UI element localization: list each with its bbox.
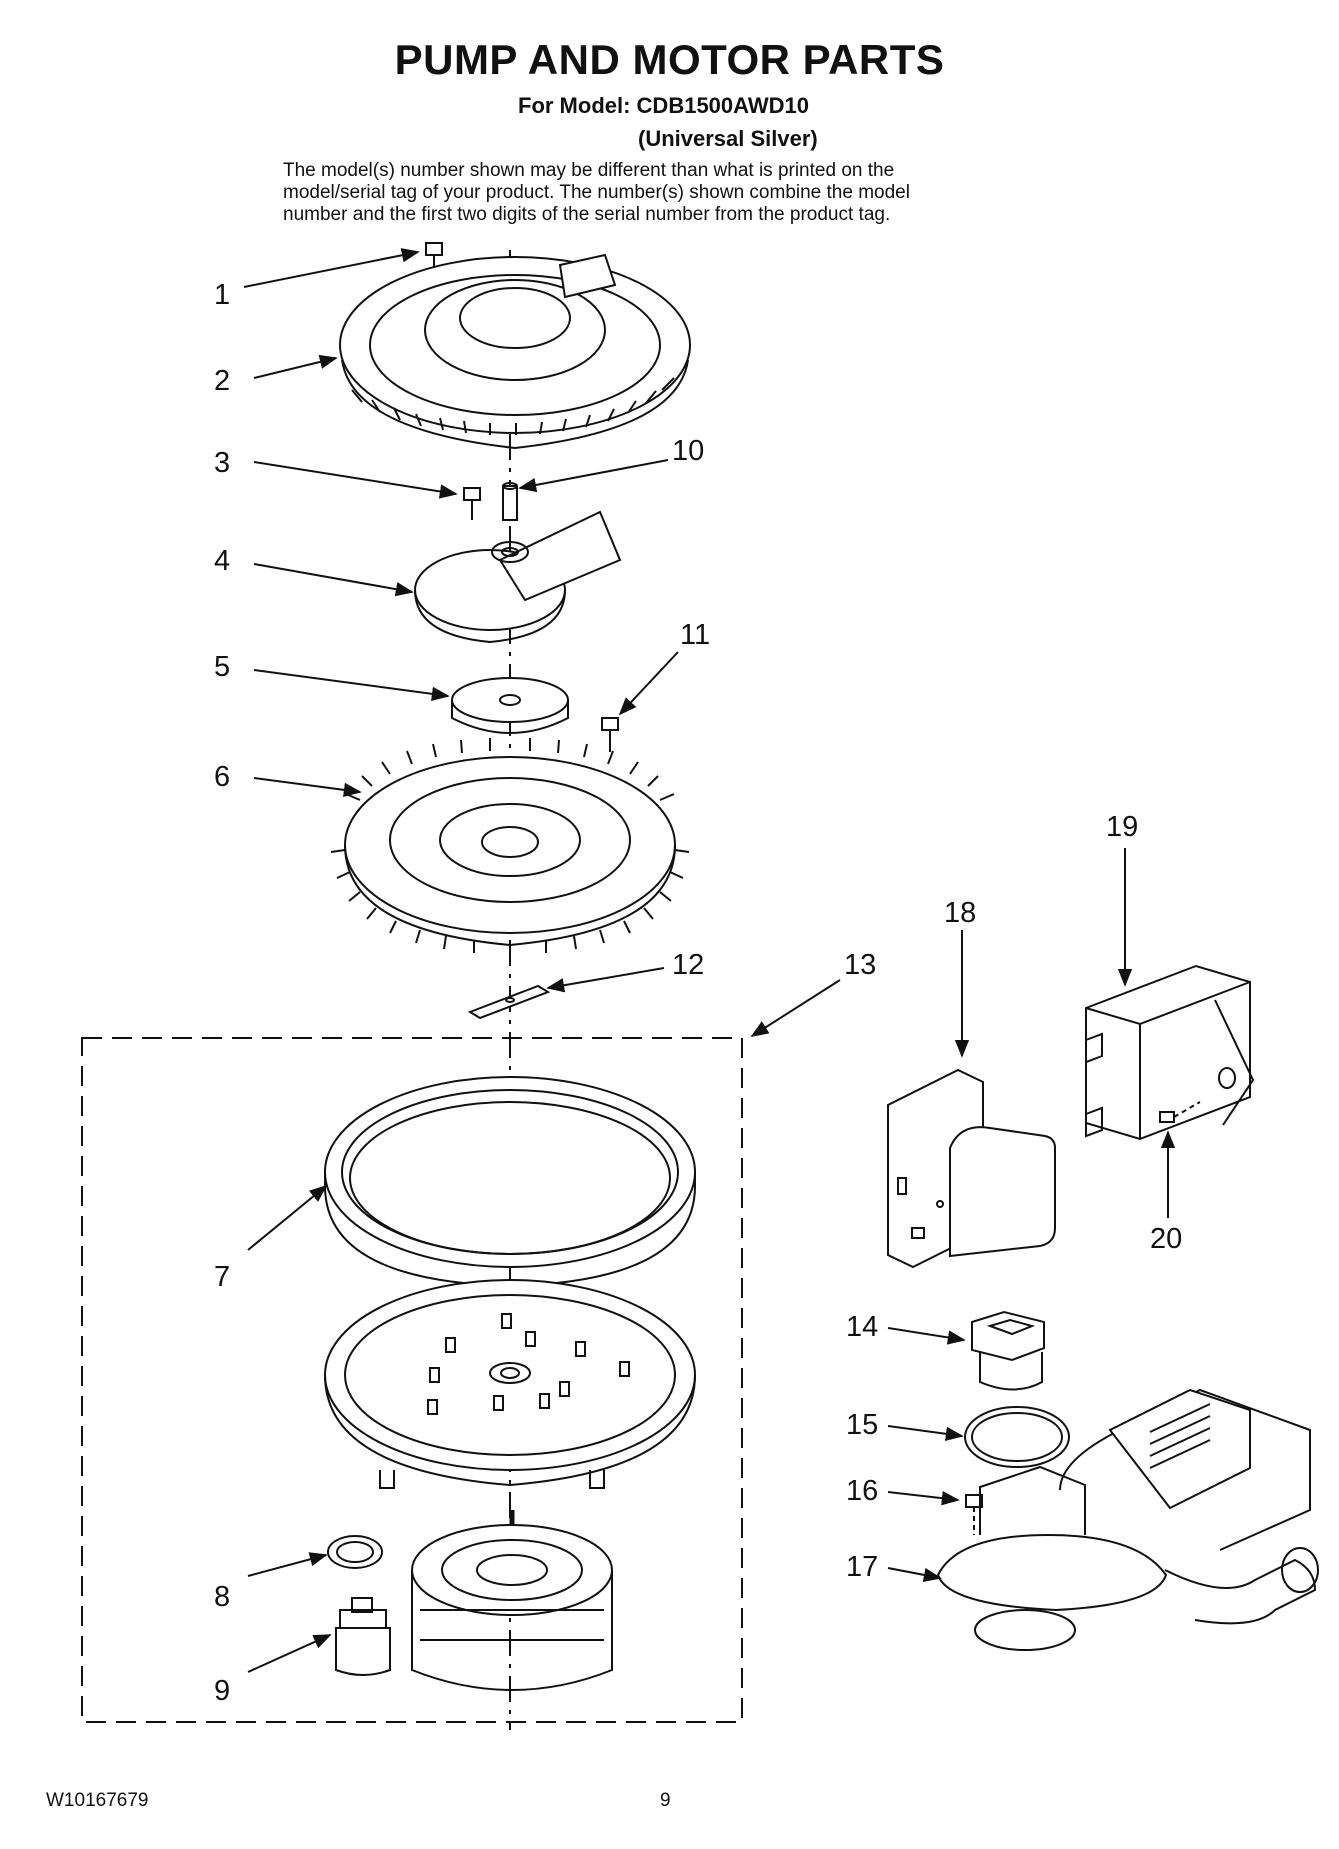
model-variant: (Universal Silver) — [638, 126, 818, 151]
part-16-screw — [965, 1494, 983, 1535]
callout-7: 7 — [214, 1261, 230, 1293]
part-14-adapter — [971, 1310, 1045, 1391]
callout-1: 1 — [214, 279, 230, 311]
callout-3: 3 — [214, 447, 230, 479]
callout-20: 20 — [1150, 1223, 1182, 1255]
page-title: PUMP AND MOTOR PARTS — [394, 36, 945, 83]
part-19-control-box — [1085, 964, 1255, 1141]
callout-17: 17 — [846, 1551, 878, 1583]
note-line: The model(s) number shown may be differe… — [283, 160, 895, 181]
part-5-impeller — [451, 677, 569, 734]
note-line: model/serial tag of your product. The nu… — [283, 182, 910, 203]
callout-14: 14 — [846, 1311, 878, 1343]
callout-4: 4 — [214, 545, 230, 577]
callout-6: 6 — [214, 761, 230, 793]
part-10-shaft-pin — [502, 482, 518, 521]
part-13-assembly-box — [81, 1037, 743, 1723]
callout-12: 12 — [672, 949, 704, 981]
part-6-pump-base — [330, 738, 690, 953]
callout-18: 18 — [944, 897, 976, 929]
document-number: W10167679 — [46, 1790, 149, 1811]
part-9-fitting — [335, 1597, 391, 1676]
callout-9: 9 — [214, 1675, 230, 1707]
callout-11: 11 — [680, 619, 710, 651]
part-18-bracket — [887, 1068, 1056, 1269]
part-4-pump-housing — [414, 510, 622, 644]
callout-16: 16 — [846, 1475, 878, 1507]
sump-housing — [324, 1279, 696, 1489]
part-15-o-ring — [964, 1406, 1070, 1468]
part-8-o-ring — [327, 1535, 383, 1569]
part-11-screw — [601, 717, 619, 752]
callout-5: 5 — [214, 651, 230, 683]
part-7-seal-ring — [324, 1076, 696, 1288]
page-number: 9 — [660, 1790, 671, 1811]
callout-13: 13 — [844, 949, 876, 981]
callout-leaders — [243, 248, 1176, 1673]
part-1-screw — [425, 242, 443, 275]
part-3-screw — [463, 487, 481, 520]
callout-15: 15 — [846, 1409, 878, 1441]
part-17-drain-pump — [936, 1388, 1319, 1651]
callout-19: 19 — [1106, 811, 1138, 843]
note-line: number and the first two digits of the s… — [283, 204, 891, 225]
model-note: The model(s) number shown may be differe… — [283, 160, 1103, 226]
callout-2: 2 — [214, 365, 230, 397]
callout-8: 8 — [214, 1581, 230, 1613]
model-number: For Model: CDB1500AWD10 — [518, 93, 809, 118]
callout-10: 10 — [672, 435, 704, 467]
wash-motor — [411, 1510, 613, 1691]
part-20-screw — [1159, 1101, 1201, 1123]
part-2-filter-cover — [339, 253, 691, 450]
